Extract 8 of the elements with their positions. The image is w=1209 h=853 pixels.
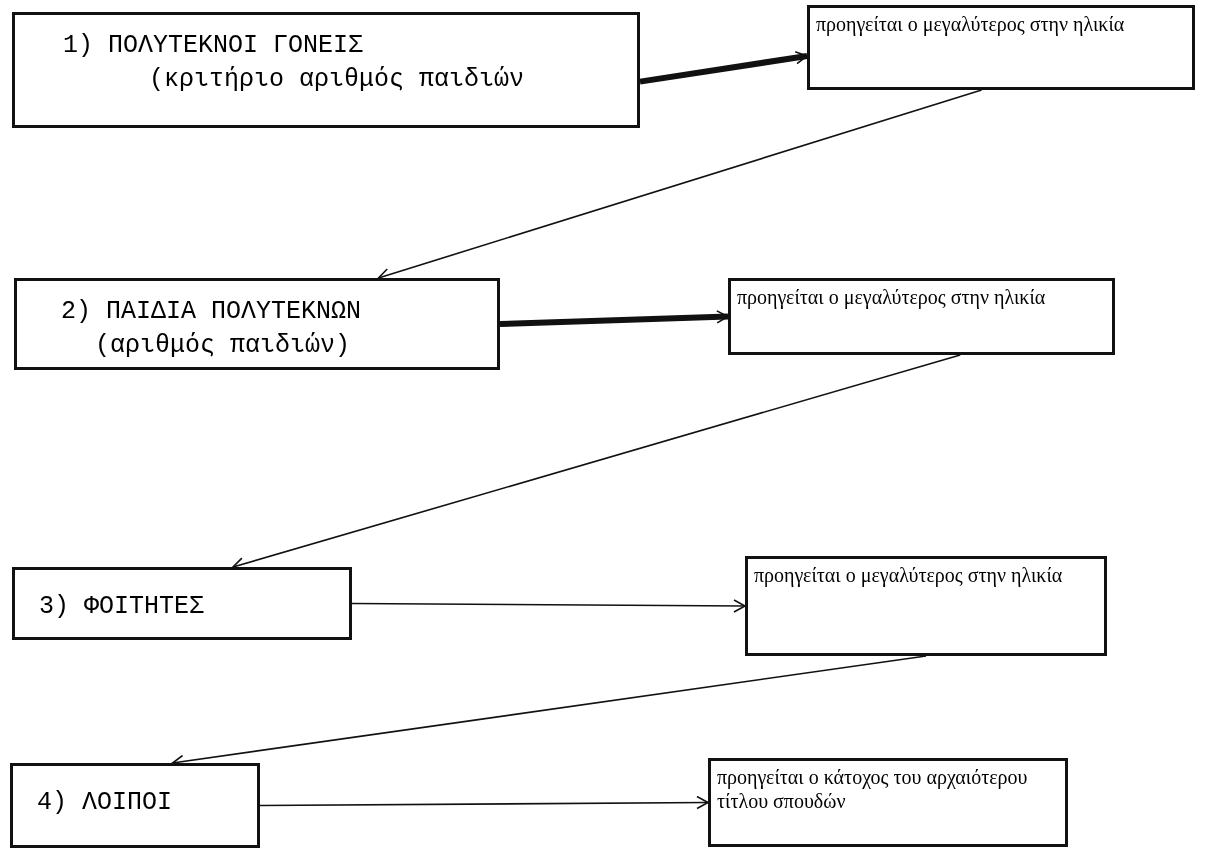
category-box: 2) ΠΑΙΔΙΑ ΠΟΛΥΤΕΚΝΩΝ (αριθμός παιδιών) <box>14 278 500 370</box>
category-box: 3) ΦΟΙΤΗΤΕΣ <box>12 567 352 640</box>
category-box: 4) ΛΟΙΠΟΙ <box>10 763 260 848</box>
category-box: 1) ΠΟΛΥΤΕΚΝΟΙ ΓΟΝΕΙΣ (κριτήριο αριθμός παιδιών <box>12 12 640 128</box>
arrow <box>351 599 746 613</box>
arrow <box>639 50 808 85</box>
arrow <box>259 795 709 810</box>
arrow <box>499 310 729 327</box>
